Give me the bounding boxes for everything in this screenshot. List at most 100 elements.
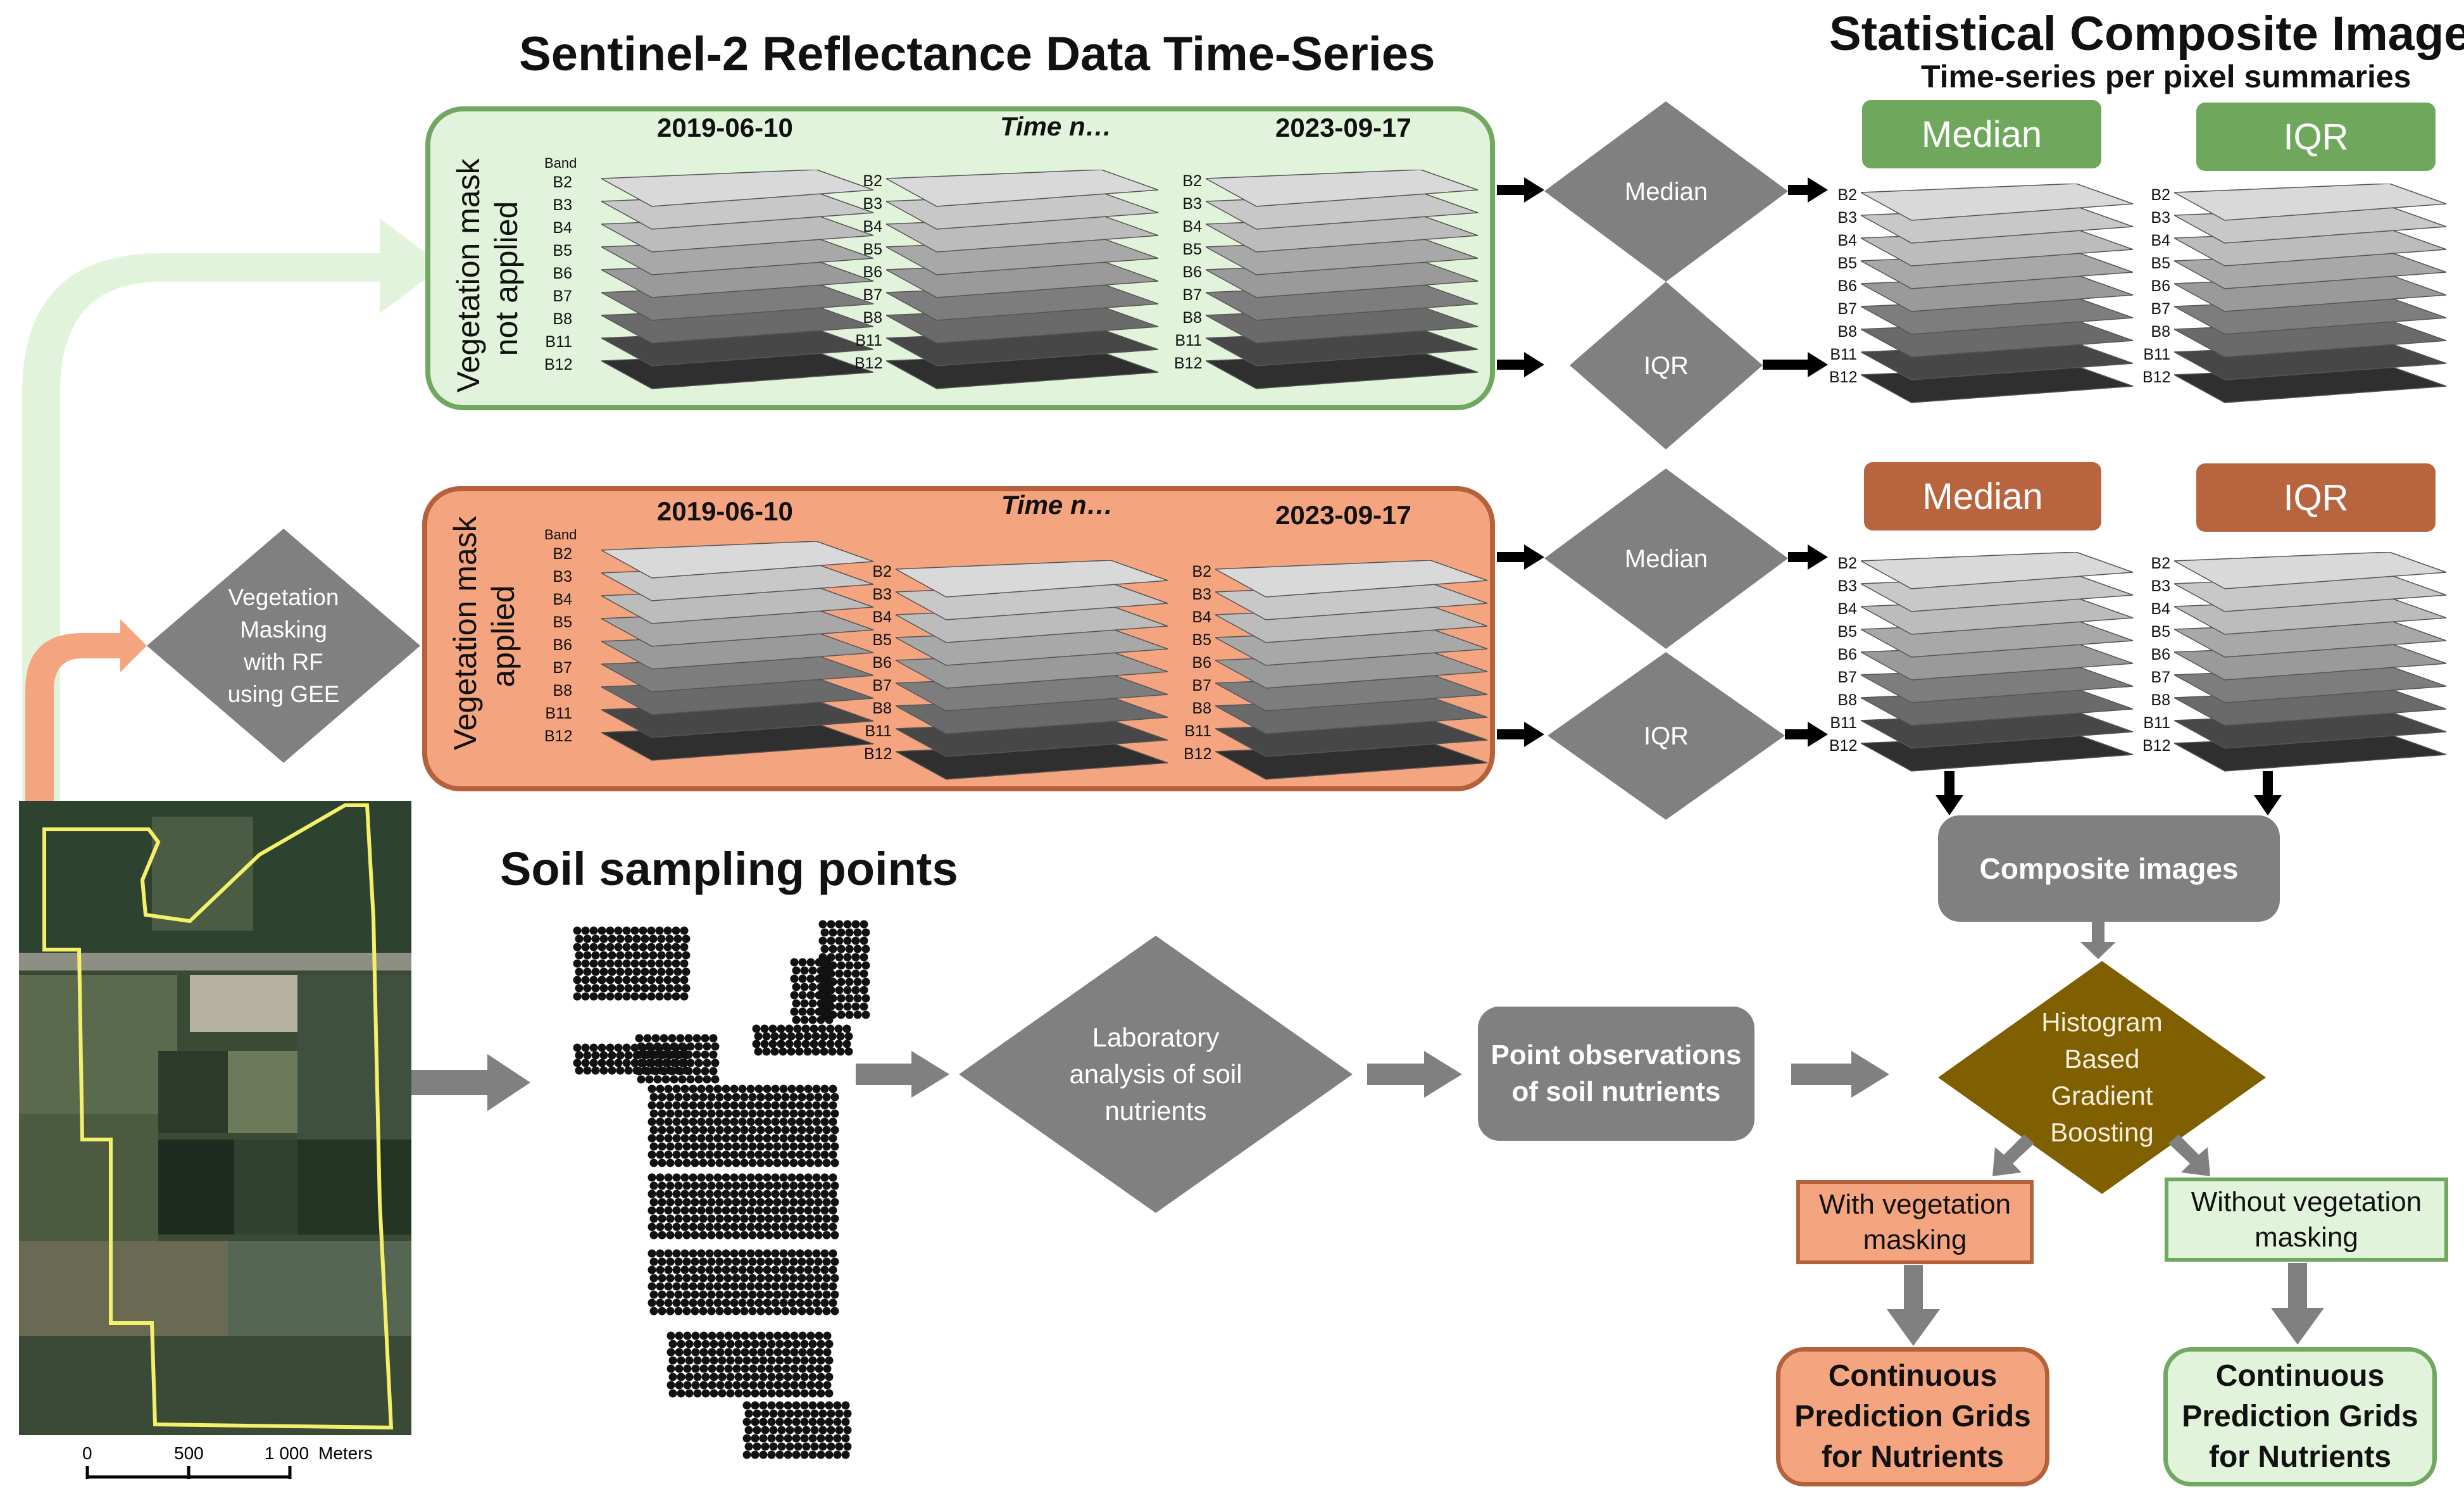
soil-point — [649, 1307, 658, 1316]
soil-point — [647, 1084, 656, 1093]
soil-point — [697, 1265, 706, 1274]
soil-point — [804, 1190, 813, 1198]
soil-point — [608, 1066, 616, 1075]
soil-point — [660, 1034, 668, 1043]
soil-point — [835, 1409, 844, 1418]
soil-point — [656, 1117, 665, 1126]
soil-point — [773, 1231, 782, 1240]
soil-point — [763, 1150, 772, 1159]
soil-point — [861, 994, 870, 1003]
soil-point — [779, 1032, 787, 1041]
soil-point — [797, 1142, 806, 1151]
soil-point — [792, 1340, 801, 1348]
band-label: B6 — [1182, 263, 1202, 281]
soil-point — [767, 1434, 776, 1443]
soil-point — [575, 1051, 584, 1060]
soil-point — [653, 1075, 662, 1084]
soil-point — [782, 1348, 791, 1357]
soil-point — [664, 1190, 673, 1198]
soil-point — [699, 1214, 708, 1223]
soil-point — [829, 1117, 837, 1126]
soil-point — [632, 984, 641, 993]
soil-point — [779, 1265, 788, 1274]
soil-point — [797, 1274, 806, 1283]
soil-point — [792, 983, 801, 991]
soil-point — [822, 1109, 831, 1118]
soil-point — [701, 1067, 710, 1076]
soil-point — [806, 991, 815, 1000]
soil-point — [789, 1257, 798, 1266]
median-diamond-top-label: Median — [1624, 177, 1708, 206]
band-label: B8 — [872, 700, 892, 717]
soil-point — [655, 943, 664, 951]
soil-point — [806, 958, 815, 967]
soil-point — [616, 1051, 625, 1060]
soil-point — [632, 967, 641, 976]
soil-point — [575, 951, 584, 960]
soil-point — [825, 1450, 834, 1459]
band-label: B8 — [2151, 691, 2170, 709]
soil-point — [751, 1450, 760, 1459]
soil-point — [804, 1265, 813, 1274]
soil-point — [812, 1134, 821, 1143]
band-label: B12 — [544, 727, 573, 745]
soil-point — [822, 1307, 831, 1316]
soil-point — [751, 1417, 760, 1426]
soil-point — [800, 1434, 809, 1443]
soil-point — [655, 926, 664, 935]
soil-point — [759, 1450, 768, 1459]
soil-point — [749, 1348, 758, 1357]
soil-point — [796, 1298, 804, 1307]
soil-point — [656, 1134, 665, 1143]
soil-point — [649, 1093, 658, 1102]
soil-point — [746, 1173, 755, 1182]
soil-point — [787, 1047, 796, 1056]
soil-point — [746, 1117, 755, 1126]
soil-point — [820, 1249, 829, 1258]
soil-point — [643, 1067, 652, 1076]
soil-point — [823, 1007, 832, 1016]
soil-point — [643, 1034, 652, 1043]
soil-point — [726, 1356, 735, 1365]
soil-point — [722, 1298, 730, 1307]
soil-point — [806, 1307, 815, 1316]
soil-point — [663, 976, 672, 984]
band-label: B2 — [1192, 563, 1211, 581]
soil-point — [713, 1101, 722, 1110]
soil-point — [622, 926, 631, 935]
soil-point — [683, 1381, 692, 1390]
band-label: B3 — [2151, 577, 2170, 595]
soil-point — [861, 977, 870, 986]
soil-point — [812, 1249, 821, 1258]
soil-point — [773, 1126, 782, 1134]
soil-point — [787, 1173, 796, 1182]
soil-point — [699, 1198, 708, 1207]
band-label: B5 — [553, 613, 572, 631]
soil-point — [828, 1047, 837, 1056]
band-label: B3 — [553, 568, 572, 586]
soil-point — [765, 1214, 773, 1223]
soil-point — [814, 1307, 823, 1316]
soil-point — [845, 977, 854, 986]
soil-point — [815, 1331, 823, 1340]
soil-point — [730, 1101, 739, 1110]
soil-point — [853, 945, 862, 953]
soil-point — [713, 1206, 722, 1215]
soil-point — [722, 1249, 730, 1258]
soil-point — [796, 1117, 804, 1126]
soil-point — [734, 1340, 743, 1348]
soil-point — [701, 1372, 710, 1381]
soil-point — [665, 984, 674, 993]
soil-point — [699, 1257, 708, 1266]
soil-point — [666, 1364, 675, 1373]
soil-point — [597, 926, 606, 935]
scale-tick-500: 500 — [174, 1443, 204, 1463]
soil-point — [830, 1109, 839, 1118]
soil-point — [589, 976, 598, 984]
soil-point — [583, 984, 592, 993]
soil-point — [677, 1340, 685, 1348]
soil-point — [657, 967, 666, 976]
soil-point — [685, 1356, 694, 1365]
